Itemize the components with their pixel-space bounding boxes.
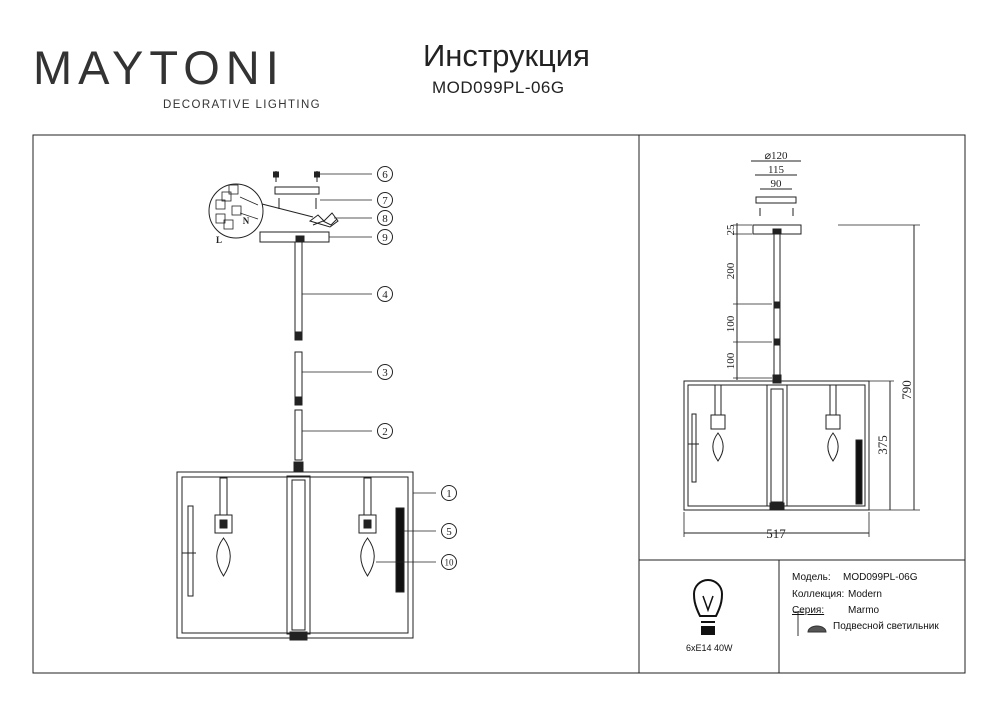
dim-frame-height-375: 375 [875, 435, 890, 455]
spec-model-value: MOD099PL-06G [843, 572, 918, 583]
dim-height-25: 25 [725, 224, 737, 236]
page-title: Инструкция [423, 38, 590, 73]
spec-series-label: Серия: [792, 605, 825, 616]
mounting-bracket [274, 186, 320, 195]
wiring-letter-l: L [216, 235, 222, 245]
lamp-frame [176, 471, 414, 639]
brand-tagline: DECORATIVE LIGHTING [163, 99, 322, 111]
dim-height-100-upper: 100 [725, 315, 737, 332]
callout-4: 4 [382, 289, 388, 301]
marble-panel [395, 507, 405, 593]
pendant-icon [793, 611, 827, 636]
canopy [259, 231, 330, 243]
rod-4 [294, 241, 303, 333]
callout-2: 2 [382, 426, 388, 438]
bulb-icon [692, 579, 724, 635]
screw-icon [273, 171, 320, 182]
rod-3 [294, 351, 303, 398]
spec-type-value: Подвесной светильник [833, 621, 939, 632]
bulb-holder-right [358, 477, 377, 577]
callout-markers [377, 166, 457, 570]
callout-7: 7 [382, 195, 388, 207]
spec-model-label: Модель: [792, 572, 831, 583]
spec-collection-value: Modern [848, 589, 882, 600]
dim-total-height-790: 790 [899, 380, 914, 400]
wiring-letter-n: N [243, 216, 250, 226]
assembly-drawing [176, 166, 457, 641]
spec-collection-label: Коллекция: [792, 589, 845, 600]
bulb-holder-left [214, 477, 233, 577]
central-column [286, 475, 311, 635]
dim-frame [683, 380, 870, 511]
page-model-code: MOD099PL-06G [432, 78, 565, 97]
rod-2 [294, 409, 303, 461]
callout-3: 3 [382, 367, 388, 379]
dimension-drawing [683, 160, 920, 537]
bulb-caption: 6xE14 40W [686, 643, 733, 653]
callout-10: 10 [445, 558, 455, 568]
wiring-detail [208, 183, 264, 239]
callout-6: 6 [382, 169, 388, 181]
callout-1: 1 [446, 488, 452, 500]
spec-series-value: Marmo [848, 605, 880, 616]
dim-width-517: 517 [766, 526, 786, 541]
logo-text: MAYTONI [33, 41, 285, 94]
callout-5: 5 [446, 526, 452, 538]
brand-logo: MAYTONI [33, 44, 285, 91]
sheet-border [32, 134, 966, 674]
callout-9: 9 [382, 232, 388, 244]
dim-width-115: 115 [768, 164, 785, 176]
dim-height-100-lower: 100 [725, 352, 737, 369]
dim-width-90: 90 [771, 178, 783, 190]
dim-height-200: 200 [725, 262, 737, 279]
callout-8: 8 [382, 213, 388, 225]
dim-diameter-120: ⌀120 [764, 150, 788, 162]
